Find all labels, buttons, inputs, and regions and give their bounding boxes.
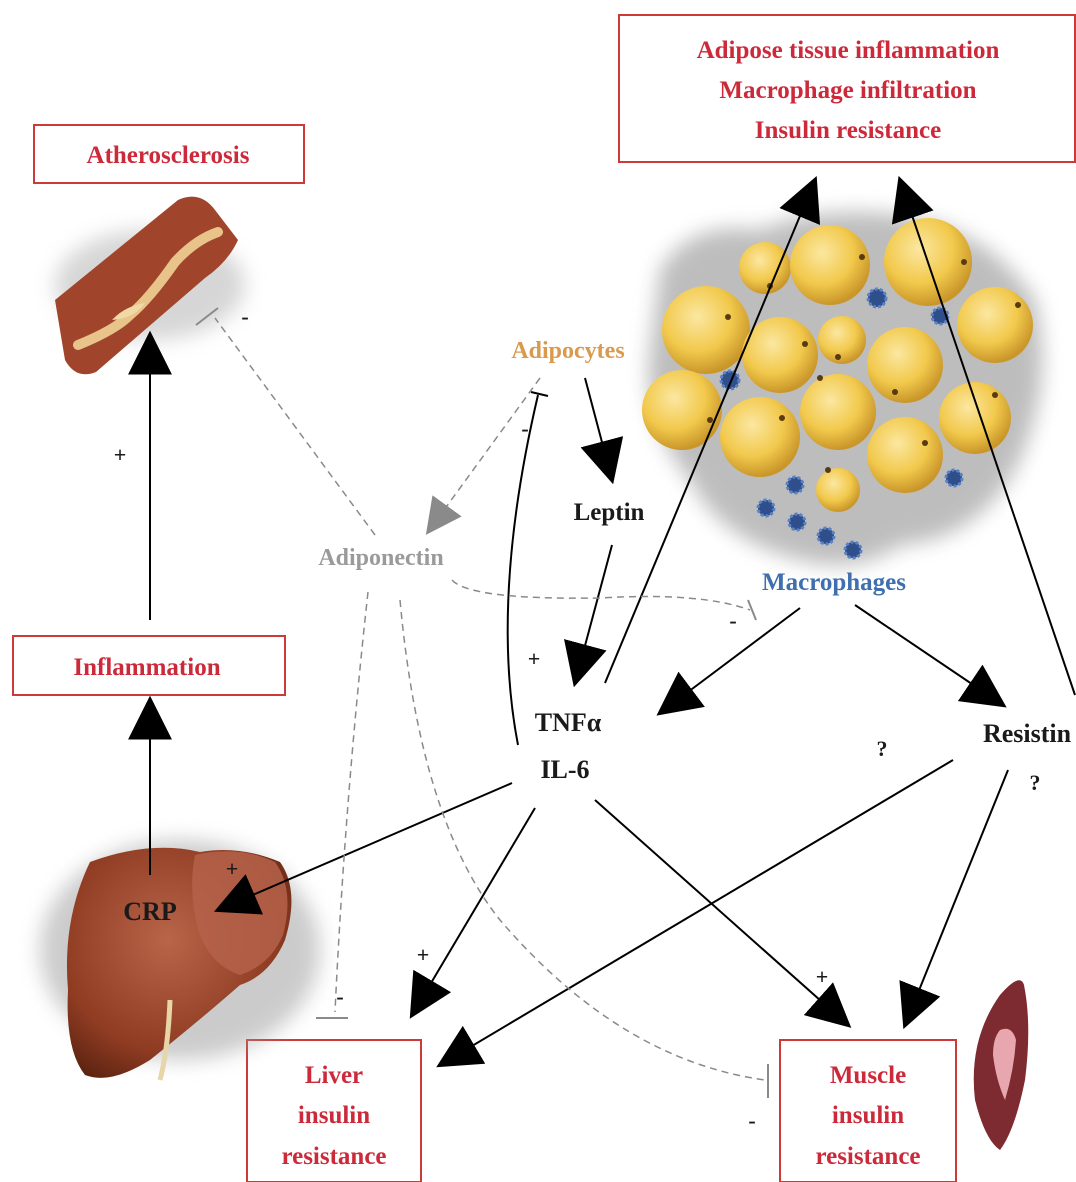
edge-adiponectin-inhibits-liver <box>335 592 368 1012</box>
box-muscle-insulin-resistance: Muscle insulin resistance <box>780 1040 956 1182</box>
edge-adipocytes-to-leptin <box>585 378 612 480</box>
edge-adiponectin-inhibits-muscle <box>400 600 765 1080</box>
muscle-box-line-3: resistance <box>815 1143 920 1170</box>
edge-tnfa-inhibits-adipocytes <box>508 395 538 745</box>
macrophages-label: Macrophages <box>762 569 906 596</box>
muscle-box-line-1: Muscle <box>830 1062 906 1089</box>
tnfa-label: TNFα <box>535 708 602 737</box>
edge-adiponectin-inhibits-atherosclerosis <box>215 318 375 535</box>
sign-plus-il6-liver: + <box>417 942 430 967</box>
il6-label: IL-6 <box>540 755 589 784</box>
adipose-tissue-cluster-icon <box>642 212 1042 565</box>
sign-minus-adiponectin-muscle: - <box>748 1108 755 1133</box>
box-atherosclerosis: Atherosclerosis <box>34 125 304 183</box>
edge-adipocytes-to-adiponectin <box>428 378 540 532</box>
sign-minus-adiponectin-liver: - <box>336 984 343 1009</box>
sign-minus-adiponectin-atherosclerosis: - <box>241 304 248 329</box>
liver-box-line-1: Liver <box>305 1062 363 1089</box>
edge-resistin-to-muscle <box>905 770 1008 1025</box>
edge-il6-to-liver <box>412 808 535 1015</box>
sign-plus-il6-crp: + <box>226 856 239 881</box>
crp-label: CRP <box>123 897 177 926</box>
leptin-label: Leptin <box>574 499 645 526</box>
edge-leptin-to-tnfa <box>575 545 612 683</box>
sign-minus-tnfa-adipocytes: - <box>521 416 528 441</box>
adiponectin-label: Adiponectin <box>318 545 443 571</box>
box-adipose-line-2: Macrophage infiltration <box>719 77 976 104</box>
edge-il6-to-crp <box>218 783 512 910</box>
box-liver-insulin-resistance: Liver insulin resistance <box>247 1040 421 1182</box>
adipocytes-label: Adipocytes <box>511 338 624 364</box>
edge-il6-to-muscle <box>595 800 848 1025</box>
sign-question-resistin-muscle: ? <box>1030 770 1041 795</box>
box-adipose-line-3: Insulin resistance <box>755 117 941 144</box>
sign-plus-inflammation-atherosclerosis: + <box>114 442 127 467</box>
liver-box-line-3: resistance <box>281 1143 386 1170</box>
box-adipose-outcomes: Adipose tissue inflammation Macrophage i… <box>619 15 1075 162</box>
sign-plus-leptin-tnfa: + <box>528 646 541 671</box>
resistin-label: Resistin <box>983 719 1072 748</box>
muscle-organ-icon <box>974 980 1029 1150</box>
edge-resistin-to-liver <box>440 760 953 1065</box>
liver-box-line-2: insulin <box>298 1102 370 1129</box>
inflammation-label: Inflammation <box>73 654 220 681</box>
sign-minus-adiponectin-macrophages: - <box>729 608 736 633</box>
sign-question-resistin-liver: ? <box>877 736 888 761</box>
box-adipose-line-1: Adipose tissue inflammation <box>697 37 1000 64</box>
atherosclerosis-label: Atherosclerosis <box>87 142 250 169</box>
edge-macrophages-to-resistin <box>855 605 1003 705</box>
box-inflammation: Inflammation <box>13 636 285 695</box>
sign-plus-il6-muscle: + <box>816 964 829 989</box>
muscle-box-line-2: insulin <box>832 1102 904 1129</box>
